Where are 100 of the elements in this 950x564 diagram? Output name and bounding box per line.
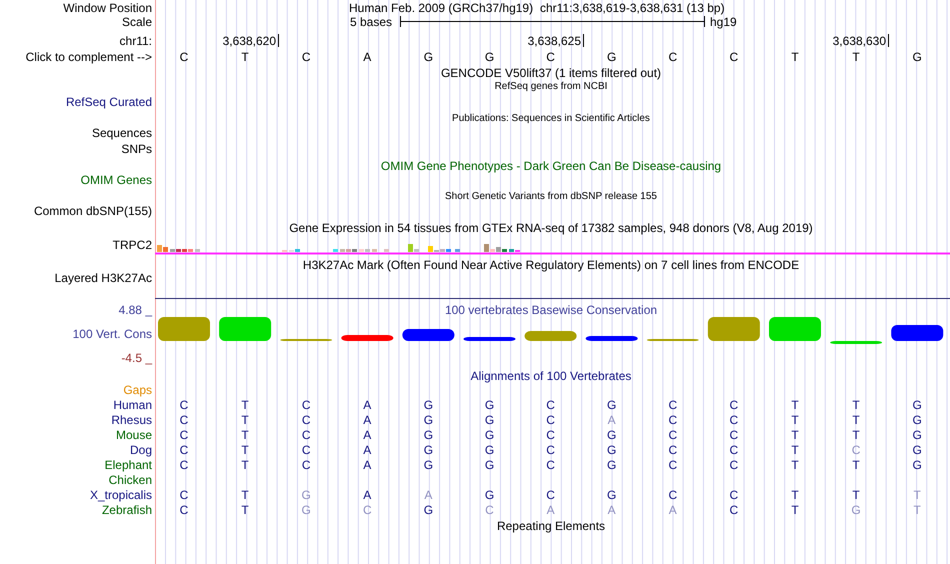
track-label: Layered H3K27Ac (54, 271, 152, 285)
alignment-letter: C (546, 428, 555, 442)
alignment-letter: T (241, 503, 249, 517)
species-label: Zebrafish (102, 503, 152, 517)
alignment-letter: T (791, 443, 799, 457)
alignment-letter: C (730, 413, 738, 427)
track-title: Gene Expression in 54 tissues from GTEx RNA-seq of 17382 samples, 948 donors (V8, Aug 2019) (289, 221, 813, 235)
alignment-letter: C (668, 398, 678, 412)
base-letter: G (484, 50, 494, 64)
alignment-letter: C (730, 488, 738, 502)
base-letter: G (607, 50, 616, 64)
alignment-letter: T (791, 398, 799, 412)
alignment-letter: T (241, 428, 249, 442)
alignment-letter: T (852, 488, 860, 502)
alignment-letter: T (791, 503, 799, 517)
base-letter: T (241, 50, 249, 64)
alignment-letter: G (424, 443, 434, 457)
position-number: 3,638,630 (832, 34, 886, 48)
alignment-letter: G (607, 458, 616, 472)
alignment-letter: C (180, 398, 188, 412)
alignment-letter: C (180, 503, 188, 517)
alignment-letter: G (607, 443, 616, 457)
alignment-letter: C (546, 443, 555, 457)
species-label: Human (113, 398, 152, 412)
alignment-letter: G (302, 503, 311, 517)
track-label: Click to complement --> (26, 50, 152, 64)
alignment-letter: C (546, 398, 555, 412)
alignment-letter: C (302, 428, 311, 442)
alignment-letter: C (180, 458, 188, 472)
alignment-letter: G (484, 413, 494, 427)
alignment-letter: G (424, 428, 434, 442)
alignment-letter: C (730, 443, 738, 457)
alignment-letter: C (302, 398, 311, 412)
species-label: Dog (130, 443, 152, 457)
alignment-letter: T (914, 503, 921, 517)
alignment-letter: G (912, 443, 922, 457)
alignment-letter: A (363, 398, 372, 412)
alignment-letter: T (241, 488, 249, 502)
track-title: Alignments of 100 Vertebrates (470, 369, 632, 383)
species-label: Elephant (104, 458, 152, 472)
base-letter: C (180, 50, 188, 64)
base-letter: T (791, 50, 799, 64)
alignment-letter: T (852, 458, 860, 472)
axis-value: 4.88 _ (118, 303, 152, 317)
alignment-letter: G (424, 458, 434, 472)
alignment-letter: A (608, 503, 616, 517)
position-range: chr11:3,638,619-3,638,631 (13 bp) (540, 1, 725, 15)
alignment-letter: G (607, 488, 616, 502)
base-letter: G (912, 50, 922, 64)
alignment-letter: G (607, 428, 616, 442)
alignment-letter: A (424, 488, 432, 502)
alignment-letter: A (363, 413, 372, 427)
alignment-letter: T (914, 488, 921, 502)
track-label: 100 Vert. Cons (72, 327, 152, 341)
alignment-letter: A (363, 488, 372, 502)
track-label: Window Position (63, 1, 152, 15)
alignment-letter: C (668, 428, 678, 442)
alignment-letter: T (241, 398, 249, 412)
alignment-letter: A (363, 428, 372, 442)
alignment-letter: G (912, 428, 922, 442)
alignment-letter: G (607, 398, 616, 412)
alignment-letter: T (852, 398, 860, 412)
assembly-name: Human Feb. 2009 (GRCh37/hg19) (349, 1, 534, 15)
alignment-letter: C (668, 443, 678, 457)
track-label: Common dbSNP(155) (34, 204, 152, 218)
alignment-letter: C (730, 428, 738, 442)
base-letter: C (730, 50, 738, 64)
base-letter: C (668, 50, 678, 64)
alignment-letter: T (241, 413, 249, 427)
track-title: Publications: Sequences in Scientific Articles (452, 112, 650, 126)
alignment-letter: C (852, 443, 860, 457)
alignment-letter: G (912, 458, 922, 472)
base-letter: G (424, 50, 434, 64)
species-label: Rhesus (111, 413, 152, 427)
base-letter: C (302, 50, 311, 64)
alignment-letter: C (546, 413, 555, 427)
alignment-letter: C (362, 503, 372, 517)
position-number: 3,638,625 (528, 34, 581, 48)
track-title: H3K27Ac Mark (Often Found Near Active Regulatory Elements) on 7 cell lines from ENCODE (302, 258, 800, 272)
alignment-letter: G (302, 488, 311, 502)
alignment-letter: T (791, 488, 799, 502)
alignment-letter: C (668, 488, 678, 502)
alignment-letter: G (424, 503, 434, 517)
track-title: OMIM Gene Phenotypes - Dark Green Can Be Disease-causing (380, 159, 722, 173)
alignment-letter: C (730, 458, 738, 472)
alignment-letter: G (851, 503, 861, 517)
alignment-letter: G (484, 428, 494, 442)
alignment-letter: T (791, 458, 799, 472)
species-label: X_tropicalis (90, 488, 152, 502)
alignment-letter: T (791, 428, 799, 442)
track-label: TRPC2 (112, 238, 152, 252)
track-title: 100 vertebrates Basewise Conservation (444, 303, 658, 317)
alignment-letter: C (730, 398, 738, 412)
alignment-letter: G (912, 398, 922, 412)
alignment-letter: T (791, 413, 799, 427)
alignment-letter: C (180, 488, 188, 502)
track-label: Sequences (92, 126, 152, 140)
species-label: Mouse (116, 428, 152, 442)
alignment-letter: A (363, 458, 372, 472)
alignment-letter: G (484, 488, 494, 502)
